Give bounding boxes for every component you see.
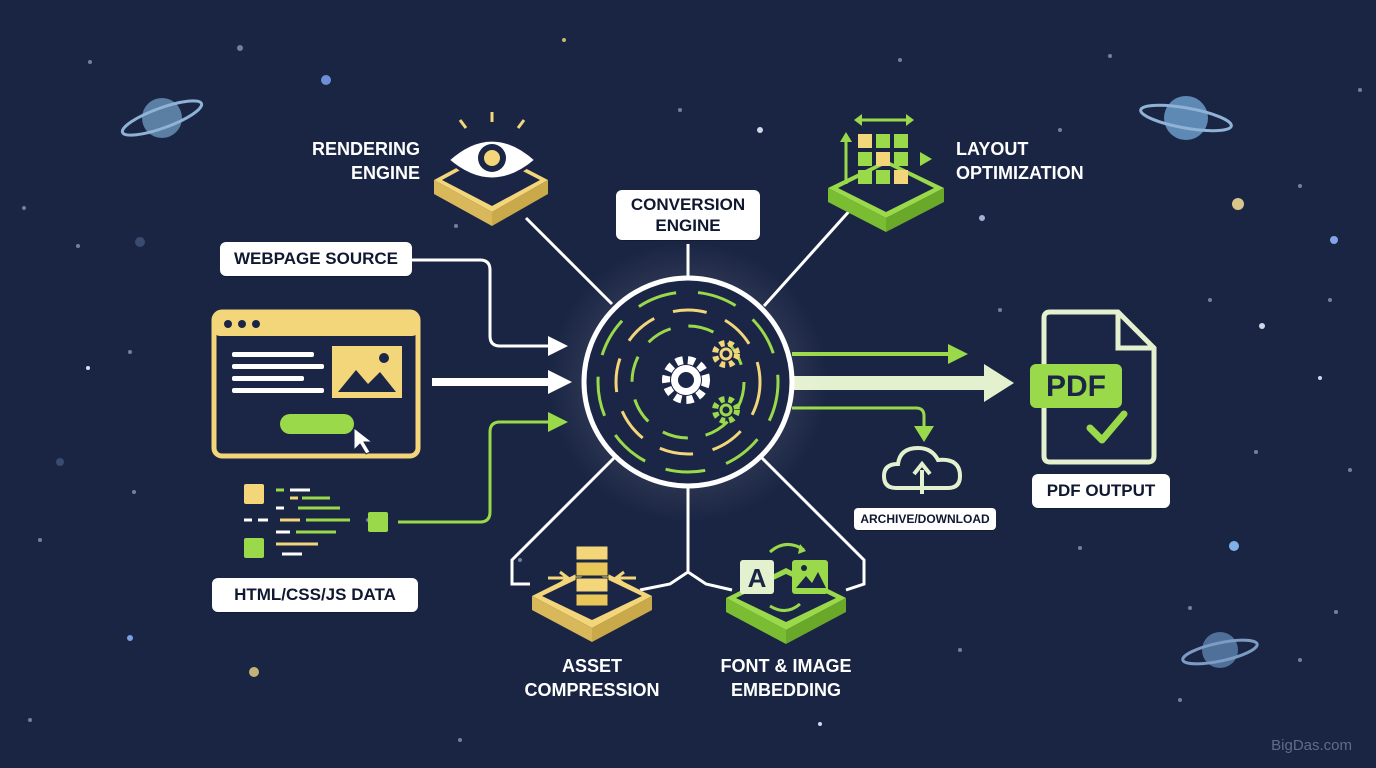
planet-top-left-icon bbox=[120, 98, 204, 138]
layout-optimization-label-line2: OPTIMIZATION bbox=[956, 163, 1084, 183]
font-image-label-line2: EMBEDDING bbox=[730, 680, 841, 700]
watermark: BigDas.com bbox=[1271, 737, 1352, 754]
layout-optimization-label-line1: LAYOUT bbox=[956, 139, 1029, 159]
font-a-glyph: A bbox=[748, 563, 767, 593]
planet-bottom-right-icon bbox=[1181, 632, 1259, 668]
archive-download-label: ARCHIVE/DOWNLOAD bbox=[854, 508, 996, 530]
asset-compression-node bbox=[532, 545, 652, 642]
rendering-engine-label: RENDERING ENGINE bbox=[292, 137, 420, 185]
pdf-document-icon: PDF bbox=[1030, 309, 1157, 465]
html-data-label: HTML/CSS/JS DATA bbox=[212, 578, 418, 612]
asset-compression-label: ASSET COMPRESSION bbox=[512, 654, 672, 702]
font-image-node: A bbox=[726, 543, 846, 644]
layout-optimization-node bbox=[828, 114, 944, 232]
star-field bbox=[22, 38, 1362, 742]
arrow-webpage-source bbox=[412, 258, 568, 356]
grid-layout-icon bbox=[840, 114, 932, 184]
conversion-engine-label-line2: ENGINE bbox=[655, 216, 721, 235]
font-image-label-line1: FONT & IMAGE bbox=[720, 656, 852, 676]
asset-compression-label-line1: ASSET bbox=[561, 656, 622, 676]
conversion-engine-hub bbox=[548, 242, 828, 522]
compress-stack-icon bbox=[548, 545, 636, 607]
font-image-icon: A bbox=[740, 543, 828, 612]
rendering-engine-label-line1: RENDERING bbox=[311, 139, 420, 159]
gear-main-icon bbox=[662, 356, 710, 404]
pdf-output-label: PDF OUTPUT bbox=[1032, 474, 1170, 508]
layout-optimization-label: LAYOUT OPTIMIZATION bbox=[956, 137, 1116, 185]
arrow-output-top bbox=[792, 344, 968, 364]
webpage-source-label: WEBPAGE SOURCE bbox=[220, 242, 412, 276]
rendering-engine-label-line2: ENGINE bbox=[350, 163, 420, 183]
gear-small-bottom-icon bbox=[712, 396, 740, 424]
eye-icon bbox=[445, 112, 539, 181]
arrow-archive bbox=[792, 406, 934, 442]
webpage-window-icon bbox=[211, 309, 421, 459]
gear-small-top-icon bbox=[712, 340, 740, 368]
cloud-upload-icon bbox=[881, 445, 963, 494]
planet-top-right-icon bbox=[1139, 96, 1233, 140]
pdf-badge-label: PDF bbox=[1046, 370, 1106, 403]
asset-compression-label-line2: COMPRESSION bbox=[524, 680, 660, 700]
arrow-html-data bbox=[398, 412, 568, 524]
code-data-icon bbox=[244, 484, 388, 558]
conversion-engine-label: CONVERSION ENGINE bbox=[616, 190, 760, 240]
arrow-output-main bbox=[794, 364, 1014, 402]
font-image-label: FONT & IMAGE EMBEDDING bbox=[700, 654, 872, 702]
conversion-engine-label-line1: CONVERSION bbox=[630, 195, 746, 214]
rendering-engine-node bbox=[434, 112, 548, 226]
